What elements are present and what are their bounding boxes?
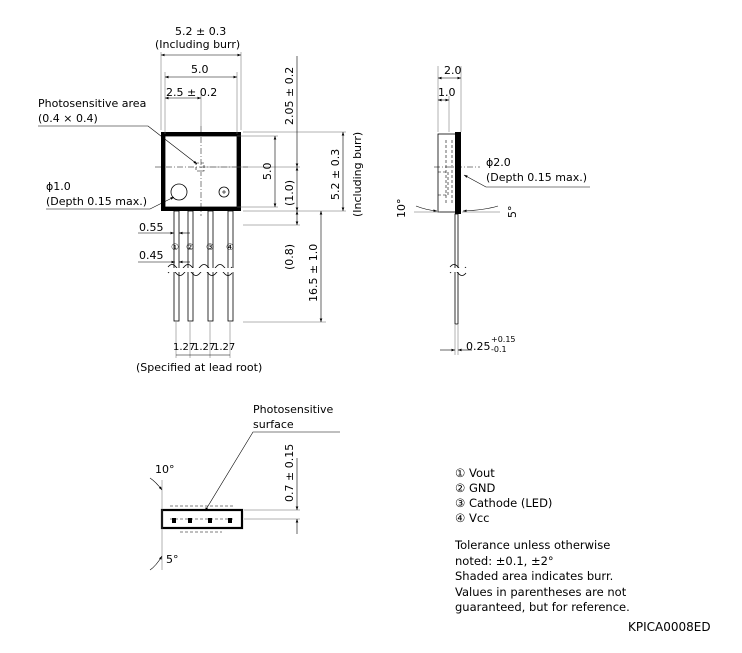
legend-item: ① Vout	[455, 466, 495, 480]
dim-lead-len: 16.5 ± 1.0	[307, 244, 320, 302]
dim-width-burr: 5.2 ± 0.3	[175, 25, 226, 38]
note-line: Tolerance unless otherwise	[455, 538, 611, 552]
hole-right	[218, 186, 230, 198]
dim-lead-thk: 0.25	[466, 340, 491, 353]
dimple-dia: ϕ2.0	[486, 156, 511, 169]
pitch-note: (Specified at lead root)	[136, 361, 262, 374]
side-view: 2.0 1.0 ϕ2.0 (Depth 0.15 max.) 10° 5° 0.…	[395, 64, 590, 355]
drawing-code: KPICA0008ED	[628, 620, 711, 634]
front-view: ① ② ③ ④ 5.2 ± 0.3 (Including burr) 5.0 2…	[38, 25, 364, 374]
leads	[166, 210, 240, 322]
dim-width-body: 5.0	[191, 63, 209, 76]
dim-height-burr: 5.2 ± 0.3	[329, 149, 342, 200]
dim-depth: 0.7 ± 0.15	[283, 444, 296, 502]
dim-side-front: 1.0	[438, 86, 456, 99]
dim-offset-center: 2.5 ± 0.2	[166, 86, 217, 99]
bottom-view: Photosensitive surface 0.7 ± 0.15 10° 5°	[149, 403, 340, 571]
dim-width-burr-note: (Including burr)	[155, 38, 240, 51]
dim-lead-w2: 0.45	[139, 249, 164, 262]
surface-label-1: Photosensitive	[253, 403, 334, 416]
note-line: guaranteed, but for reference.	[455, 600, 630, 614]
dim-lead-thk-minus: -0.1	[491, 345, 507, 354]
angle-left: 10°	[395, 199, 408, 219]
note-line: Shaded area indicates burr.	[455, 569, 614, 583]
dim-pitch-2: 1.27	[193, 342, 215, 353]
dim-pitch-1: 1.27	[173, 342, 195, 353]
angle-top: 10°	[155, 463, 175, 476]
legend-item: ④ Vcc	[455, 511, 490, 525]
pin-number-4: ④	[226, 243, 234, 253]
note-line: Values in parentheses are not	[455, 584, 627, 599]
dim-height-burr-note: (Including burr)	[351, 132, 364, 217]
photo-area-size: (0.4 × 0.4)	[38, 112, 98, 125]
hole-depth: (Depth 0.15 max.)	[46, 195, 147, 208]
note-line: noted: ±0.1, ±2°	[455, 553, 554, 568]
dimple-depth: (Depth 0.15 max.)	[486, 171, 587, 184]
dim-pitch-3: 1.27	[213, 342, 235, 353]
dim-side-width: 2.0	[444, 64, 462, 77]
pin-number-1: ①	[171, 243, 179, 253]
dim-lead-thk-plus: +0.15	[491, 335, 516, 344]
hole-left	[170, 183, 188, 201]
dim-lead-w1: 0.55	[139, 221, 164, 234]
legend-item: ② GND	[455, 481, 496, 495]
angle-right: 5°	[506, 206, 519, 219]
dim-bottom-gap: (0.8)	[283, 244, 296, 270]
photo-area-label: Photosensitive area	[38, 97, 146, 110]
dim-top-offset: 2.05 ± 0.2	[283, 67, 296, 125]
notes: Tolerance unless otherwise noted: ±0.1, …	[455, 538, 695, 616]
pin-number-3: ③	[206, 243, 214, 253]
legend-item: ③ Cathode (LED)	[455, 496, 553, 510]
pin-number-2: ②	[186, 243, 194, 253]
dim-center-to-bottom: (1.0)	[283, 180, 296, 206]
angle-bottom: 5°	[166, 553, 179, 566]
pin-legend: ① Vout ② GND ③ Cathode (LED) ④ Vcc	[455, 466, 552, 526]
hole-dia: ϕ1.0	[46, 180, 71, 193]
dim-height-body: 5.0	[261, 163, 274, 181]
surface-label-2: surface	[253, 418, 294, 431]
